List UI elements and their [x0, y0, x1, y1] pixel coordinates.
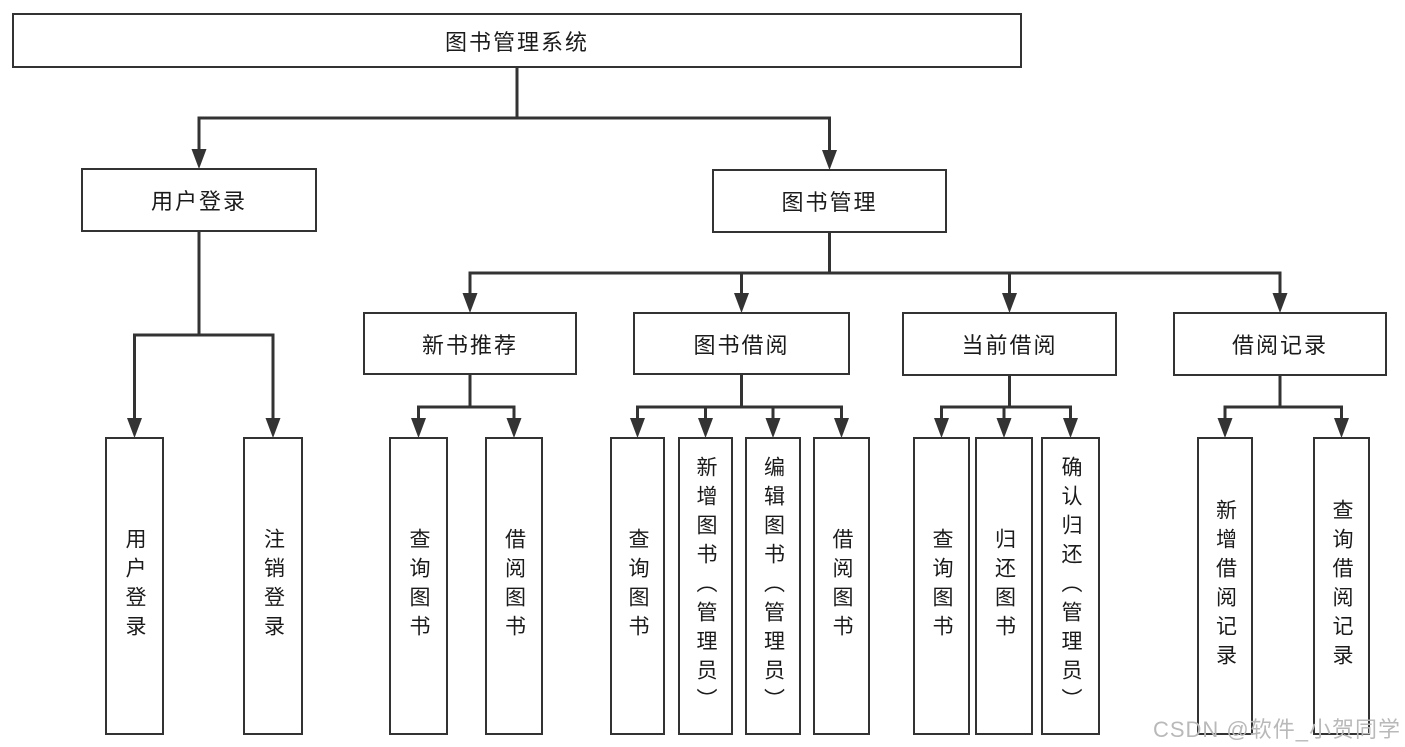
arrowhead-down-icon	[698, 418, 713, 438]
arrowhead-down-icon	[822, 150, 837, 170]
node-bw3: 编辑图书（管理员）	[745, 437, 801, 735]
arrowhead-down-icon	[191, 149, 207, 169]
node-cu1: 查询图书	[913, 437, 970, 735]
arrowhead-down-icon	[834, 418, 849, 438]
node-label-login: 用户登录	[150, 189, 247, 214]
arrowhead-down-icon	[734, 293, 749, 313]
node-label-nb2: 借阅图书	[502, 528, 526, 644]
arrowhead-down-icon	[506, 418, 522, 438]
node-bw1: 查询图书	[610, 437, 665, 735]
arrowhead-down-icon	[1217, 418, 1233, 438]
node-nb1: 查询图书	[389, 437, 448, 735]
node-nb2: 借阅图书	[485, 437, 543, 735]
node-mgmt: 图书管理	[712, 169, 947, 233]
arrowhead-down-icon	[630, 418, 645, 438]
node-root: 图书管理系统	[12, 13, 1022, 68]
arrowhead-down-icon	[411, 418, 426, 438]
node-cu3: 确认归还（管理员）	[1041, 437, 1100, 735]
node-u1: 用户登录	[105, 437, 164, 735]
arrowhead-down-icon	[1334, 418, 1349, 438]
node-label-rc1: 新增借阅记录	[1213, 499, 1237, 673]
arrowhead-down-icon	[462, 293, 478, 313]
node-label-bw2: 新增图书（管理员）	[694, 455, 717, 717]
node-label-cu3: 确认归还（管理员）	[1059, 455, 1082, 717]
arrowhead-down-icon	[765, 418, 781, 438]
node-label-newbook: 新书推荐	[421, 332, 518, 358]
node-label-mgmt: 图书管理	[781, 190, 878, 215]
node-label-bw3: 编辑图书（管理员）	[761, 455, 785, 717]
node-label-bw4: 借阅图书	[830, 528, 853, 644]
arrowhead-down-icon	[265, 418, 281, 438]
node-newbook: 新书推荐	[363, 312, 577, 375]
node-u2: 注销登录	[243, 437, 303, 735]
arrowhead-down-icon	[1002, 293, 1017, 313]
node-login: 用户登录	[81, 168, 317, 232]
node-label-nb1: 查询图书	[407, 528, 430, 644]
node-label-root: 图书管理系统	[444, 29, 589, 55]
node-label-cu2: 归还图书	[992, 528, 1016, 644]
node-bw2: 新增图书（管理员）	[678, 437, 733, 735]
watermark: CSDN @软件_小贺同学	[1152, 717, 1401, 742]
node-rc1: 新增借阅记录	[1197, 437, 1253, 735]
node-label-u1: 用户登录	[123, 528, 146, 644]
arrowhead-down-icon	[996, 418, 1012, 438]
node-label-records: 借阅记录	[1231, 333, 1328, 358]
arrowhead-down-icon	[1063, 418, 1078, 438]
node-label-cu1: 查询图书	[930, 528, 953, 644]
node-label-borrow: 图书借阅	[693, 332, 790, 358]
node-records: 借阅记录	[1173, 312, 1387, 376]
node-cu2: 归还图书	[975, 437, 1033, 735]
node-borrow: 图书借阅	[633, 312, 850, 375]
arrowhead-down-icon	[934, 418, 949, 438]
node-label-rc2: 查询借阅记录	[1330, 499, 1353, 673]
node-label-bw1: 查询图书	[626, 528, 649, 644]
node-label-current: 当前借阅	[961, 333, 1058, 358]
node-rc2: 查询借阅记录	[1313, 437, 1370, 735]
node-current: 当前借阅	[902, 312, 1117, 376]
node-bw4: 借阅图书	[813, 437, 870, 735]
arrowhead-down-icon	[1272, 293, 1288, 313]
arrowhead-down-icon	[127, 418, 142, 438]
node-label-u2: 注销登录	[261, 528, 285, 644]
